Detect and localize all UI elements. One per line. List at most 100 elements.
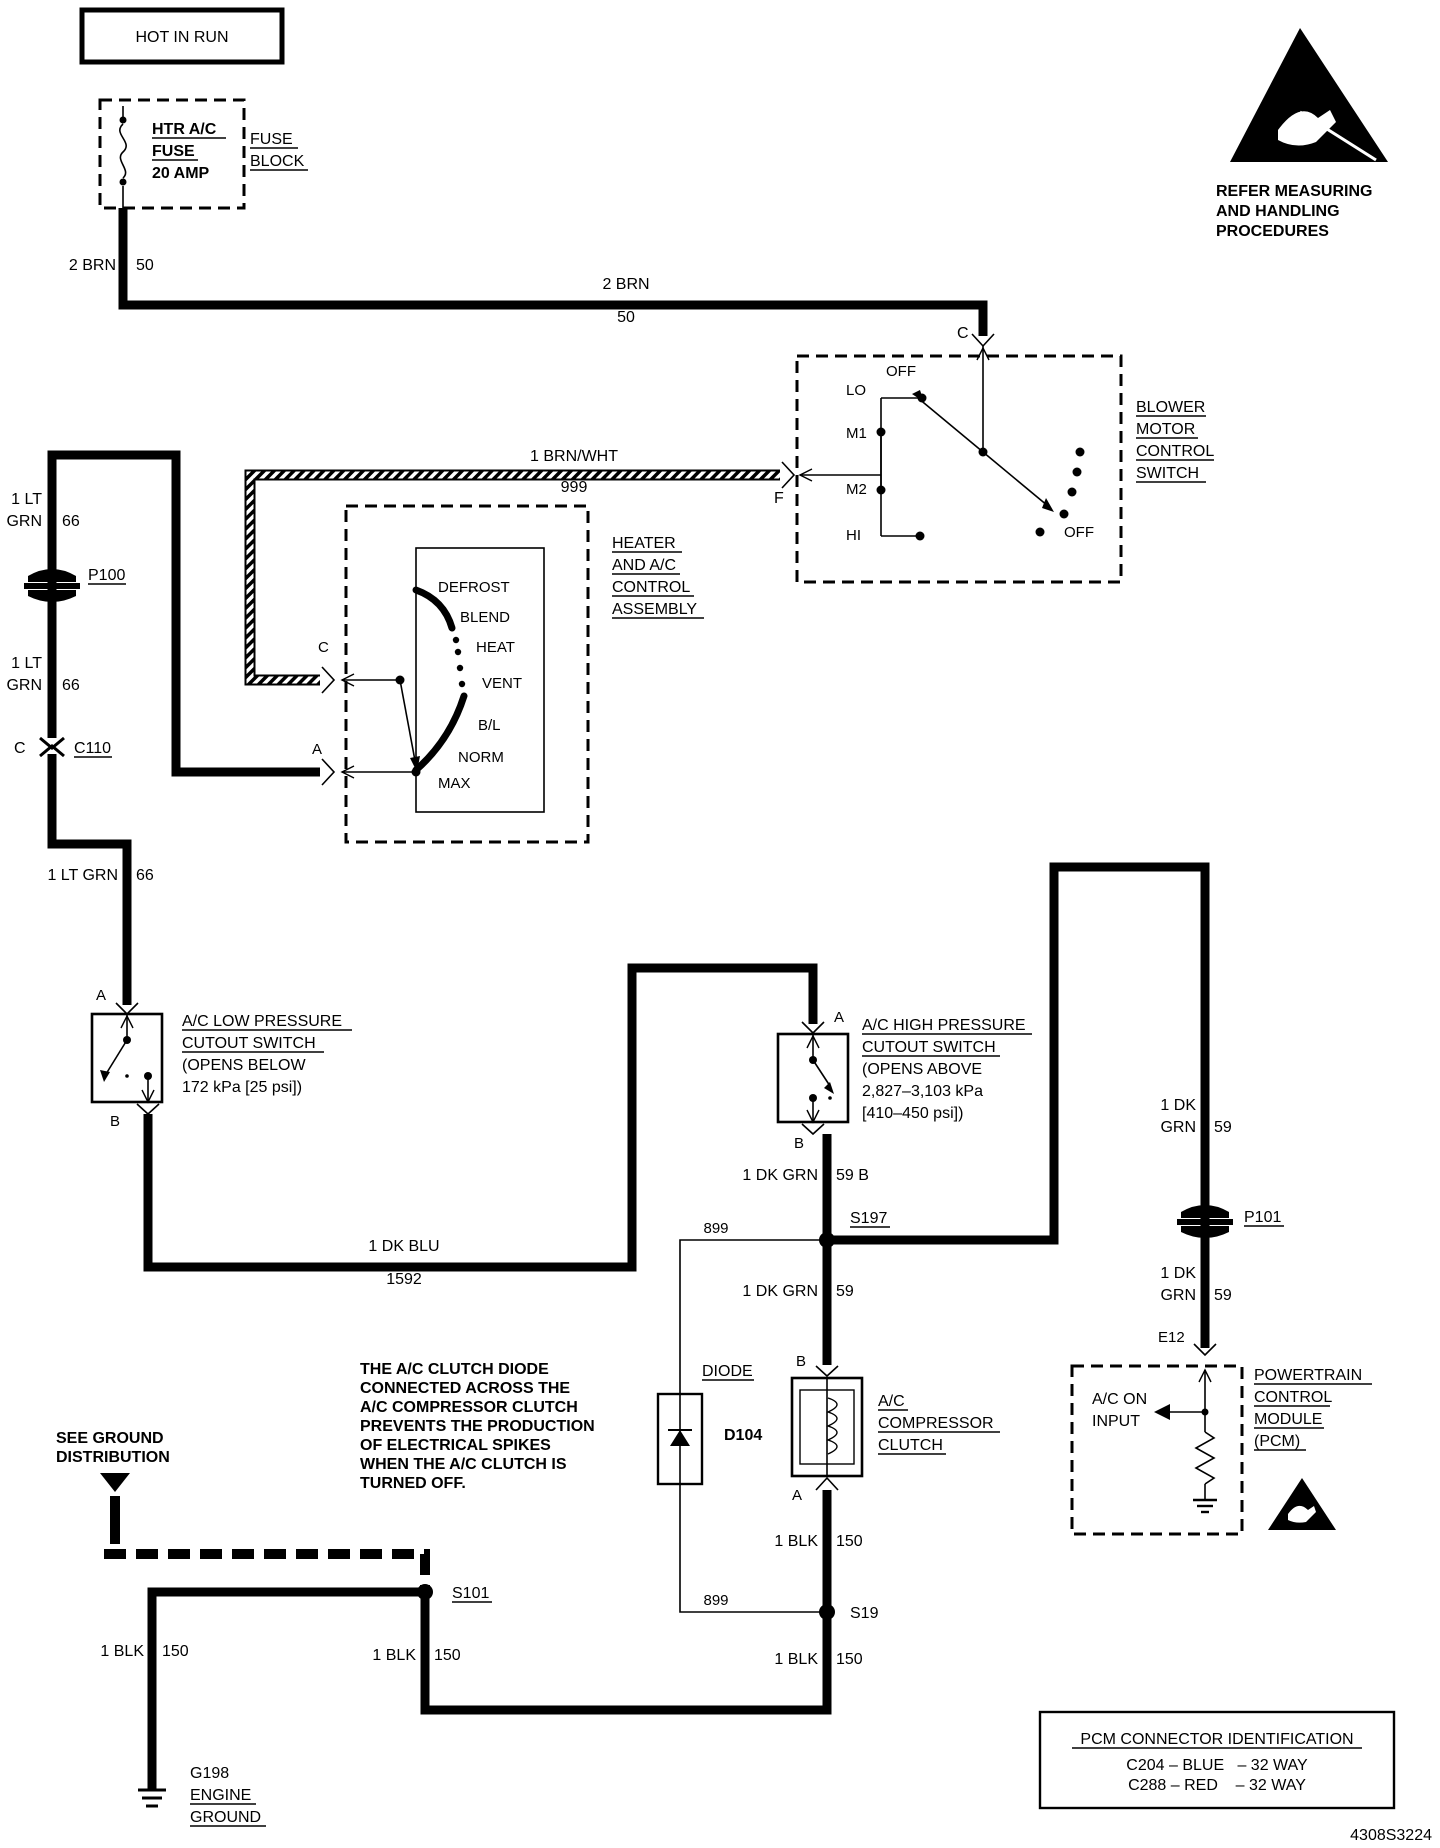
pcm-pin-e12: E12 bbox=[1158, 1329, 1185, 1346]
svg-text:P100: P100 bbox=[88, 567, 125, 584]
fuse-type: FUSE bbox=[152, 143, 195, 160]
ground-g198: G198 ENGINE GROUND bbox=[138, 1765, 266, 1827]
svg-text:A/C: A/C bbox=[878, 1393, 905, 1410]
svg-text:1 BLK: 1 BLK bbox=[774, 1651, 818, 1668]
svg-text:MODULE: MODULE bbox=[1254, 1411, 1322, 1428]
svg-text:150: 150 bbox=[836, 1651, 863, 1668]
svg-text:DISTRIBUTION: DISTRIBUTION bbox=[56, 1449, 170, 1466]
svg-text:50: 50 bbox=[136, 257, 154, 274]
splice-s19-dot bbox=[819, 1604, 835, 1620]
ground-ref-arrow-icon bbox=[100, 1473, 130, 1492]
hvac-mode-max: MAX bbox=[438, 775, 471, 792]
esd-hand-icon bbox=[1278, 110, 1336, 146]
connector-p100: P100 bbox=[24, 567, 126, 602]
svg-text:B: B bbox=[796, 1353, 806, 1370]
svg-text:ENGINE: ENGINE bbox=[190, 1787, 251, 1804]
svg-text:66: 66 bbox=[136, 867, 154, 884]
svg-text:INPUT: INPUT bbox=[1092, 1413, 1140, 1430]
wire-66-label-a: 1 LT GRN 66 bbox=[6, 491, 79, 530]
svg-text:[410–450 psi]): [410–450 psi]) bbox=[862, 1105, 963, 1122]
svg-text:1 BLK: 1 BLK bbox=[372, 1647, 416, 1664]
svg-text:1 DK BLU: 1 DK BLU bbox=[368, 1238, 439, 1255]
fuse-block-label-1: FUSE bbox=[250, 131, 293, 148]
svg-text:CONTROL: CONTROL bbox=[1254, 1389, 1332, 1406]
wire-59-label-d: 1 DK GRN 59 bbox=[1160, 1265, 1231, 1304]
svg-text:150: 150 bbox=[836, 1533, 863, 1550]
splice-s19: S19 bbox=[850, 1605, 879, 1622]
fuse-block-label-2: BLOCK bbox=[250, 153, 305, 170]
svg-text:A/C ON: A/C ON bbox=[1092, 1391, 1147, 1408]
svg-text:GRN: GRN bbox=[6, 513, 42, 530]
wire-circuit-50 bbox=[118, 208, 988, 336]
svg-text:2 BRN: 2 BRN bbox=[69, 257, 116, 274]
svg-text:1 DK GRN: 1 DK GRN bbox=[742, 1167, 818, 1184]
wire-circuit-66-upper bbox=[47, 450, 320, 1005]
svg-text:OF ELECTRICAL SPIKES: OF ELECTRICAL SPIKES bbox=[360, 1437, 551, 1454]
svg-text:WHEN THE A/C CLUTCH IS: WHEN THE A/C CLUTCH IS bbox=[360, 1456, 567, 1473]
wire-899-bottom-label: 899 bbox=[703, 1592, 728, 1609]
pcm-resistor-icon bbox=[1194, 1431, 1216, 1485]
wire-59-label-a: 1 DK GRN 59 B bbox=[742, 1167, 869, 1184]
clutch-coil-icon bbox=[826, 1397, 838, 1455]
wire-150-label-d: 1 BLK 150 bbox=[100, 1643, 188, 1660]
svg-text:DIODE: DIODE bbox=[702, 1363, 753, 1380]
svg-text:59: 59 bbox=[1214, 1287, 1232, 1304]
power-source-box: HOT IN RUN bbox=[79, 7, 285, 65]
blower-label-1: BLOWER bbox=[1136, 399, 1205, 416]
svg-text:59: 59 bbox=[1214, 1119, 1232, 1136]
svg-text:1 BLK: 1 BLK bbox=[774, 1533, 818, 1550]
svg-text:GRN: GRN bbox=[1160, 1119, 1196, 1136]
connector-p101: P101 bbox=[1177, 1205, 1284, 1238]
svg-text:A/C HIGH PRESSURE: A/C HIGH PRESSURE bbox=[862, 1017, 1026, 1034]
pcm-esd-icon bbox=[1268, 1478, 1336, 1530]
blower-pos-m2: M2 bbox=[846, 481, 867, 498]
svg-text:1592: 1592 bbox=[386, 1271, 422, 1288]
splice-s101: S101 bbox=[452, 1585, 489, 1602]
svg-text:172 kPa [25 psi]): 172 kPa [25 psi]) bbox=[182, 1079, 302, 1096]
svg-text:150: 150 bbox=[434, 1647, 461, 1664]
connector-c110: C C110 bbox=[14, 736, 112, 758]
svg-text:66: 66 bbox=[62, 677, 80, 694]
wire-circuit-150-ground bbox=[147, 1587, 425, 1790]
diode-d104: DIODE D104 bbox=[656, 1363, 762, 1486]
pcm-connector-identification: PCM CONNECTOR IDENTIFICATION C204 – BLUE… bbox=[1038, 1710, 1396, 1810]
esd-warning: REFER MEASURING AND HANDLING PROCEDURES bbox=[1216, 28, 1388, 240]
svg-text:1 BLK: 1 BLK bbox=[100, 1643, 144, 1660]
blower-pos-hi: HI bbox=[846, 527, 861, 544]
ground-distribution-link: SEE GROUND DISTRIBUTION bbox=[56, 1430, 430, 1592]
svg-text:C204 – BLUE – 32 WAY: C204 – BLUE – 32 WAY bbox=[1126, 1757, 1308, 1774]
blower-pos-m1: M1 bbox=[846, 425, 867, 442]
svg-text:G198: G198 bbox=[190, 1765, 229, 1782]
esd-triangle-icon bbox=[1230, 28, 1388, 162]
svg-text:(OPENS ABOVE: (OPENS ABOVE bbox=[862, 1061, 982, 1078]
blower-pin-c: C bbox=[957, 325, 969, 342]
svg-text:PCM CONNECTOR IDENTIFICATION: PCM CONNECTOR IDENTIFICATION bbox=[1080, 1731, 1353, 1748]
svg-text:(PCM): (PCM) bbox=[1254, 1433, 1300, 1450]
hvac-pin-a: A bbox=[312, 741, 322, 758]
svg-text:GRN: GRN bbox=[1160, 1287, 1196, 1304]
esd-text-2: AND HANDLING bbox=[1216, 203, 1340, 220]
svg-text:(OPENS BELOW: (OPENS BELOW bbox=[182, 1057, 306, 1074]
ac-high-pressure-switch: A B A/C HIGH PRESSURE CUTOUT SWITCH (OPE… bbox=[776, 1009, 1032, 1152]
svg-text:C: C bbox=[14, 740, 26, 757]
svg-text:1 DK GRN: 1 DK GRN bbox=[742, 1283, 818, 1300]
wire-999-label: 1 BRN/WHT 999 bbox=[530, 448, 618, 496]
svg-text:59: 59 bbox=[836, 1283, 854, 1300]
svg-text:TURNED OFF.: TURNED OFF. bbox=[360, 1475, 466, 1492]
svg-text:A/C LOW PRESSURE: A/C LOW PRESSURE bbox=[182, 1013, 342, 1030]
svg-text:PREVENTS THE PRODUCTION: PREVENTS THE PRODUCTION bbox=[360, 1418, 595, 1435]
blower-pos-off-bottom: OFF bbox=[1064, 524, 1094, 541]
wire-66-label-c: 1 LT GRN 66 bbox=[47, 867, 153, 884]
wire-circuit-999 bbox=[244, 469, 780, 686]
svg-text:COMPRESSOR: COMPRESSOR bbox=[878, 1415, 994, 1432]
esd-text-3: PROCEDURES bbox=[1216, 223, 1329, 240]
fuse-name: HTR A/C bbox=[152, 121, 217, 138]
hvac-mode-norm: NORM bbox=[458, 749, 504, 766]
hvac-pin-c: C bbox=[318, 639, 329, 656]
svg-text:59 B: 59 B bbox=[836, 1167, 869, 1184]
wire-59-label-c: 1 DK GRN 59 bbox=[1160, 1097, 1231, 1136]
ac-low-pressure-switch: A B A/C LOW PRESSURE CUTOUT SWITCH (OPEN… bbox=[90, 987, 352, 1130]
svg-text:THE A/C CLUTCH DIODE: THE A/C CLUTCH DIODE bbox=[360, 1361, 549, 1378]
blower-pin-f: F bbox=[774, 490, 784, 507]
heater-ac-control-assembly: C A DEFROST BLEND HEAT VENT B/L NORM MAX… bbox=[312, 504, 704, 844]
